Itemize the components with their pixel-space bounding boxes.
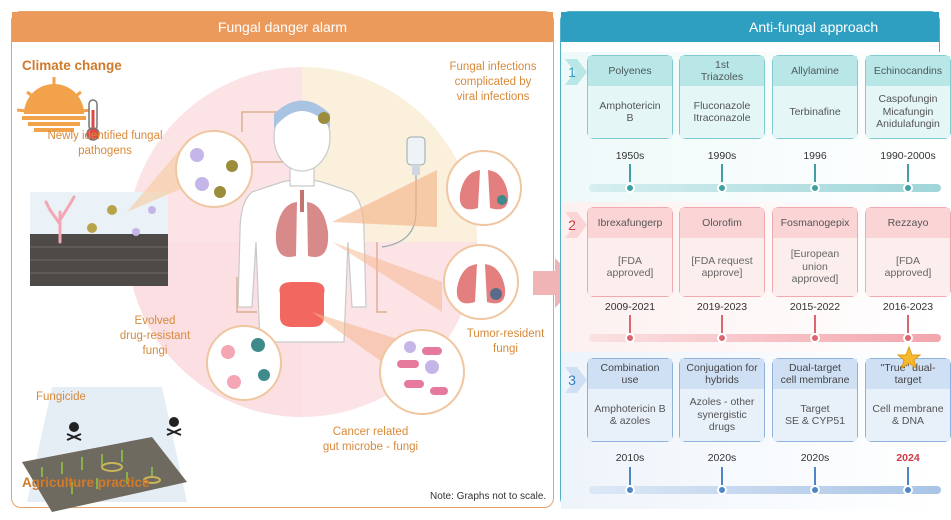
row-3-chevron-icon — [565, 367, 587, 393]
year-label: 2010s — [615, 452, 645, 464]
timeline-dot — [717, 183, 727, 193]
sun-icon — [16, 77, 92, 132]
timeline-dot — [903, 333, 913, 343]
card-body: [European union approved] — [773, 238, 857, 296]
timeline-dot — [717, 485, 727, 495]
agriculture-label: Agriculture practice — [22, 475, 150, 490]
row-2-number: 2 — [568, 217, 576, 233]
year-label: 2019-2023 — [696, 301, 748, 313]
timeline-dot — [810, 183, 820, 193]
card-head: Polyenes — [588, 56, 672, 86]
card-fosmanogepix: Fosmanogepix [European union approved] — [772, 207, 858, 297]
timeline-dot — [810, 485, 820, 495]
card-head: 1st Triazoles — [680, 56, 764, 86]
card-rezzayo: Rezzayo [FDA approved] — [865, 207, 951, 297]
card-head: Allylamine — [773, 56, 857, 86]
card-body: Fluconazole Itraconazole — [680, 86, 764, 138]
field-scene-icon — [22, 387, 187, 512]
card-body: Cell membrane & DNA — [866, 389, 950, 441]
tumor-resident-label: Tumor-resident fungi — [466, 328, 545, 355]
fungicide-label: Fungicide — [36, 391, 86, 403]
card-head: Dual-target cell membrane — [773, 359, 857, 389]
year-label: 2020s — [707, 452, 737, 464]
scale-note: Note: Graphs not to scale. — [430, 491, 547, 502]
card-body: Azoles - other synergistic drugs — [680, 389, 764, 441]
year-label: 2015-2022 — [789, 301, 841, 313]
card-head: Echinocandins — [866, 56, 950, 86]
thermometer-icon — [86, 99, 100, 141]
card-body: Amphotericin B — [588, 86, 672, 138]
timeline-dot — [810, 333, 820, 343]
card-head: Olorofim — [680, 208, 764, 238]
year-label: 1950s — [615, 150, 645, 162]
viral-infections-label: Fungal infections complicated by viral i… — [449, 61, 537, 103]
year-label: 2020s — [800, 452, 830, 464]
fungal-danger-panel: Fungal danger alarm — [11, 11, 554, 512]
card-head: Rezzayo — [866, 208, 950, 238]
card-head: Conjugation for hybrids — [680, 359, 764, 389]
new-pathogens-label: Newly identified fungal pathogens — [47, 130, 163, 157]
row-1-number: 1 — [568, 64, 576, 80]
gut-microbe-icon — [379, 329, 465, 415]
timeline-dot — [903, 183, 913, 193]
year-label: 1996 — [803, 150, 827, 162]
timeline-dot — [625, 183, 635, 193]
card-combination-use: Combination use Amphotericin B & azoles — [587, 358, 673, 442]
anti-fungal-title-text: Anti-fungal approach — [749, 19, 879, 35]
card-1st-triazoles: 1st Triazoles Fluconazole Itraconazole — [679, 55, 765, 139]
cancer-gut-label: Cancer related gut microbe - fungi — [322, 426, 419, 453]
card-body: [FDA request approve] — [680, 238, 764, 296]
card-body: Target SE & CYP51 — [773, 389, 857, 441]
drug-resistant-fungi-icon — [206, 325, 282, 401]
card-body: Caspofungin Micafungin Anidulafungin — [866, 86, 950, 138]
new-pathogens-icon — [175, 130, 253, 208]
viral-lungs-icon — [446, 150, 522, 226]
card-olorofim: Olorofim [FDA request approve] — [679, 207, 765, 297]
timeline-dot — [625, 485, 635, 495]
row-1-chevron-icon — [565, 59, 587, 85]
year-label: 2009-2021 — [604, 301, 656, 313]
timeline-dot — [717, 333, 727, 343]
skull-icon — [66, 417, 182, 441]
card-body: [FDA approved] — [866, 238, 950, 296]
timeline-dot — [625, 333, 635, 343]
timeline-dot — [903, 485, 913, 495]
anti-fungal-title: Anti-fungal approach — [561, 12, 939, 42]
iv-drip-icon — [381, 136, 426, 248]
card-allylamine: Allylamine Terbinafine — [772, 55, 858, 139]
fungal-danger-title: Fungal danger alarm — [12, 12, 553, 42]
row-2-chevron-icon — [565, 212, 587, 238]
card-head: Fosmanogepix — [773, 208, 857, 238]
row-3-number: 3 — [568, 372, 576, 388]
star-icon — [896, 345, 922, 370]
card-body: Amphotericin B & azoles — [588, 389, 672, 441]
card-ibrexafungerp: Ibrexafungerp [FDA approved] — [587, 207, 673, 297]
year-label-highlight: 2024 — [896, 452, 920, 464]
card-body: Terbinafine — [773, 86, 857, 138]
year-label: 1990-2000s — [880, 150, 936, 162]
drug-resistant-label: Evolved drug-resistant fungi — [119, 315, 191, 357]
card-body: [FDA approved] — [588, 238, 672, 296]
card-echinocandins: Echinocandins Caspofungin Micafungin Ani… — [865, 55, 951, 139]
year-label: 2016-2023 — [882, 301, 934, 313]
lungs-icon — [275, 190, 329, 257]
card-head: Ibrexafungerp — [588, 208, 672, 238]
human-figure-icon — [237, 102, 367, 343]
climate-change-label: Climate change — [22, 58, 122, 73]
anti-fungal-panel: Anti-fungal approach 1 Polyenes Amphoter… — [560, 11, 951, 509]
card-head: Combination use — [588, 359, 672, 389]
tumor-lungs-icon — [443, 244, 519, 320]
year-label: 1990s — [707, 150, 737, 162]
fungal-danger-illustration — [16, 67, 522, 512]
card-polyenes: Polyenes Amphotericin B — [587, 55, 673, 139]
card-conjugation-hybrids: Conjugation for hybrids Azoles - other s… — [679, 358, 765, 442]
gut-icon — [279, 282, 325, 327]
soil-scene-icon — [30, 192, 168, 286]
flow-arrow-icon — [533, 258, 579, 308]
card-dual-target-membrane: Dual-target cell membrane Target SE & CY… — [772, 358, 858, 442]
card-true-dual-target: "True" dual-target Cell membrane & DNA — [865, 358, 951, 442]
cap-icon — [274, 100, 330, 128]
